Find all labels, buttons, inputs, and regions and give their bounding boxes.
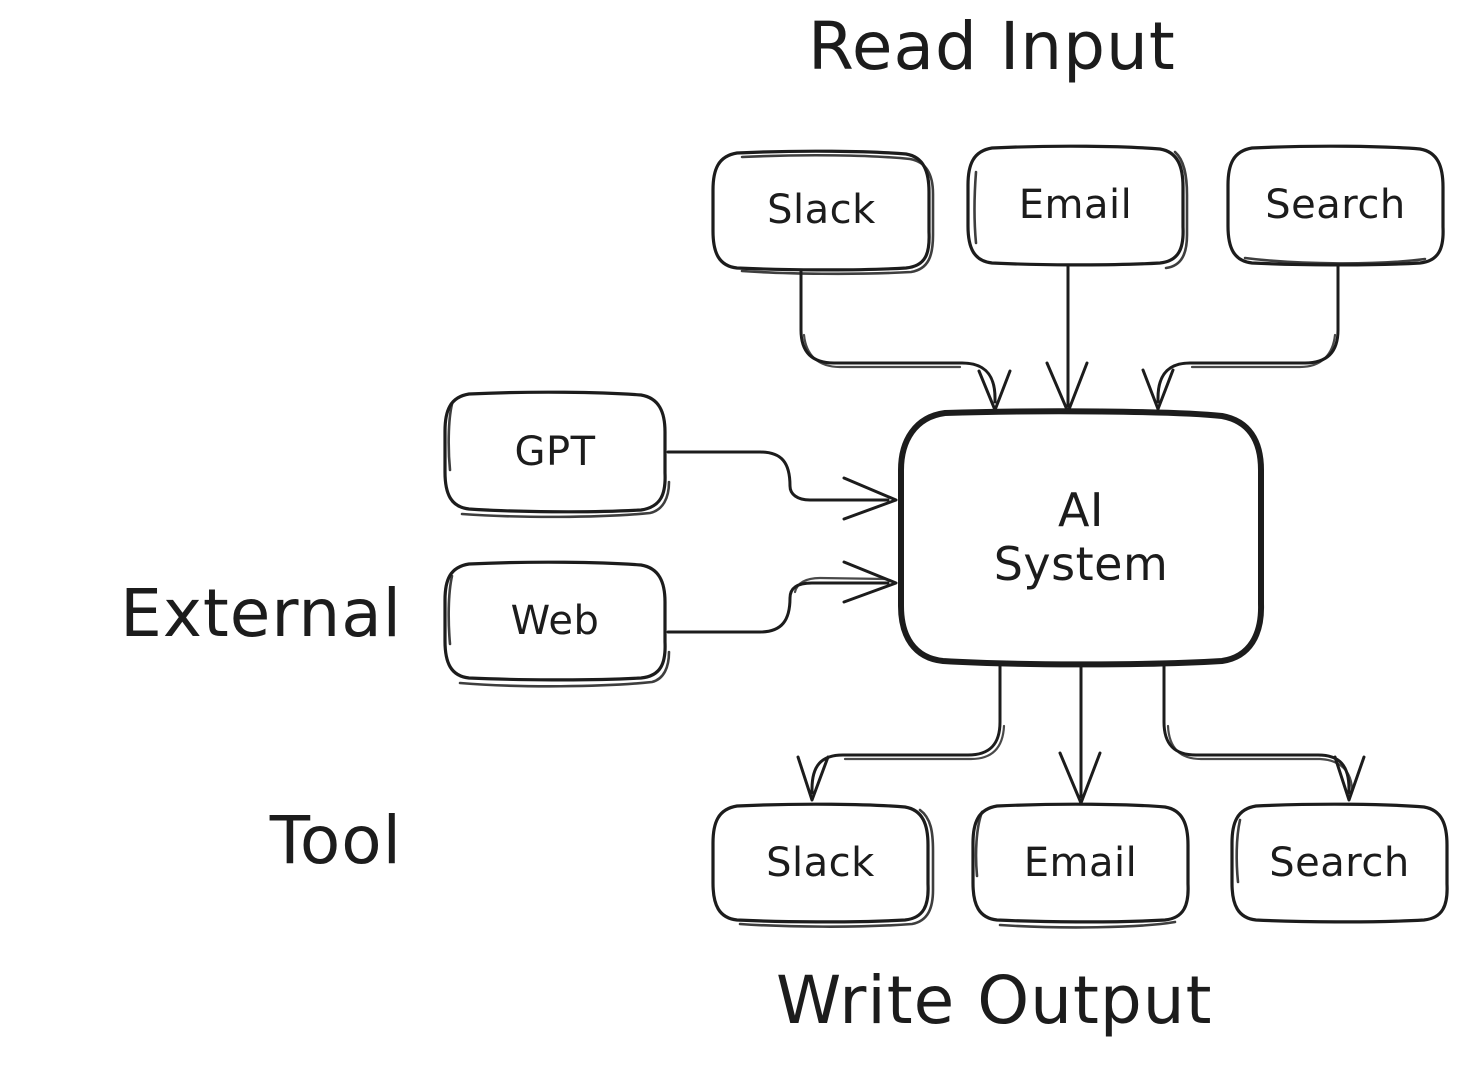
connector-slack-to-ai <box>799 268 1012 412</box>
section-title-read-input: Read Input <box>808 8 1176 85</box>
node-shape-output-slack <box>711 802 935 928</box>
connector-ai-to-search <box>1162 663 1366 802</box>
node-shape-tool-web <box>443 560 671 688</box>
connector-ai-to-slack <box>796 663 1006 802</box>
node-shape-output-email <box>971 802 1190 929</box>
connector-gpt-to-ai <box>666 450 898 521</box>
connector-web-to-ai <box>666 560 898 634</box>
node-shape-ai-system <box>898 408 1265 668</box>
node-shape-input-slack <box>711 149 935 276</box>
connector-ai-to-email <box>1058 663 1102 805</box>
connector-search-to-ai <box>1141 263 1340 411</box>
section-title-external-tool: External Tool <box>10 424 402 1031</box>
connector-email-to-ai <box>1045 263 1089 414</box>
node-shape-input-email <box>966 144 1189 270</box>
node-shape-output-search <box>1230 802 1449 924</box>
external-tool-line-1: External <box>120 574 402 652</box>
node-shape-tool-gpt <box>443 390 671 519</box>
section-title-write-output: Write Output <box>776 962 1213 1039</box>
external-tool-line-2: Tool <box>269 802 402 880</box>
node-shape-input-search <box>1226 144 1445 267</box>
